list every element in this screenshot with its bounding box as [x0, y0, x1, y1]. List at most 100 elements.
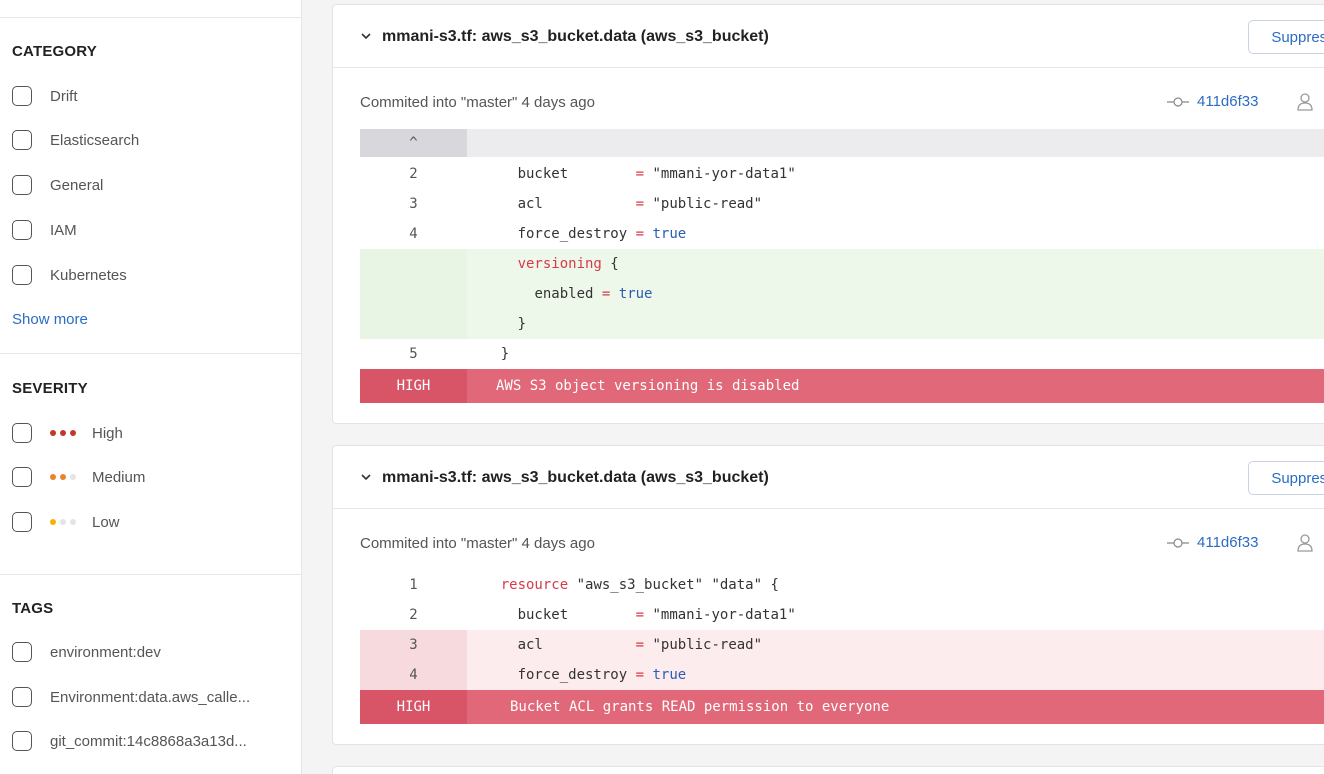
code-text: force_destroy = true — [517, 667, 687, 683]
code-text: } — [500, 346, 510, 362]
code-text: enabled = true — [534, 286, 653, 302]
suppress-button[interactable]: Suppress — [1248, 461, 1324, 495]
checkbox[interactable] — [12, 86, 32, 106]
git-commit-icon — [1167, 537, 1189, 548]
severity-badge: HIGH — [360, 369, 467, 403]
code-text: } — [517, 316, 527, 332]
category-label: Elasticsearch — [50, 131, 140, 149]
code-line-highlighted: 4 force_destroy = true — [360, 660, 1324, 690]
code-text: acl = "public-read" — [517, 637, 763, 653]
category-label: Drift — [50, 87, 78, 105]
commit-hash-link[interactable]: 411d6f33 — [1197, 93, 1259, 110]
severity-label: Low — [92, 513, 120, 531]
user-icon[interactable] — [1297, 534, 1313, 552]
severity-filter-high[interactable]: High — [12, 421, 123, 445]
code-text: bucket = "mmani-yor-data1" — [517, 607, 796, 623]
category-filter-general[interactable]: General — [12, 173, 103, 197]
tag-label: Environment:data.aws_calle... — [50, 688, 251, 706]
tag-filter-environment-dev[interactable]: environment:dev — [12, 640, 161, 664]
tag-filter-environment-data[interactable]: Environment:data.aws_calle... — [12, 685, 250, 709]
line-number — [360, 279, 467, 309]
category-filter-kubernetes[interactable]: Kubernetes — [12, 263, 127, 287]
code-line: 3 acl = "public-read" — [360, 189, 1324, 219]
finding-banner[interactable]: HIGH AWS S3 object versioning is disable… — [360, 369, 1324, 403]
code-line-added: } — [360, 309, 1324, 339]
severity-high-dots-icon — [50, 430, 76, 436]
expand-up-icon[interactable]: ^ — [360, 129, 467, 157]
section-divider — [0, 574, 301, 575]
tag-filter-git-commit[interactable]: git_commit:14c8868a3a13d... — [12, 729, 247, 753]
commit-hash-group: 411d6f33 — [1167, 93, 1258, 110]
checkbox[interactable] — [12, 175, 32, 195]
category-filter-elasticsearch[interactable]: Elasticsearch — [12, 128, 139, 152]
severity-label: High — [92, 424, 123, 442]
category-label: Kubernetes — [50, 266, 127, 284]
code-text: acl = "public-read" — [517, 196, 763, 212]
line-number: 4 — [409, 226, 418, 242]
code-line: 5 } — [360, 339, 1324, 369]
code-text: resource "aws_s3_bucket" "data" { — [500, 577, 779, 593]
checkbox[interactable] — [12, 642, 32, 662]
finding-card: mmani-s3.tf: aws_s3_bucket.data (aws_s3_… — [332, 445, 1324, 745]
user-icon[interactable] — [1297, 93, 1313, 111]
line-number: 3 — [360, 630, 467, 660]
line-number: 4 — [360, 660, 467, 690]
code-snippet: 1 resource "aws_s3_bucket" "data" { 2 bu… — [360, 570, 1324, 730]
checkbox[interactable] — [12, 220, 32, 240]
line-number: 2 — [409, 607, 418, 623]
section-divider — [0, 353, 301, 354]
code-line-added: enabled = true — [360, 279, 1324, 309]
card-header[interactable]: mmani-s3.tf: aws_s3_bucket.data (aws_s3_… — [333, 5, 1324, 68]
checkbox[interactable] — [12, 423, 32, 443]
card-title: mmani-s3.tf: aws_s3_bucket.data (aws_s3_… — [382, 28, 769, 45]
category-label: General — [50, 176, 104, 194]
category-heading: CATEGORY — [12, 43, 97, 60]
category-label: IAM — [50, 221, 77, 239]
checkbox[interactable] — [12, 130, 32, 150]
commit-info: Commited into "master" 4 days ago — [360, 94, 595, 111]
checkbox[interactable] — [12, 731, 32, 751]
finding-banner[interactable]: HIGH Bucket ACL grants READ permission t… — [360, 690, 1324, 724]
line-number: 3 — [409, 196, 418, 212]
code-line-added: versioning { — [360, 249, 1324, 279]
git-commit-icon — [1167, 96, 1189, 107]
code-text: bucket = "mmani-yor-data1" — [517, 166, 796, 182]
checkbox[interactable] — [12, 512, 32, 532]
category-filter-drift[interactable]: Drift — [12, 84, 78, 108]
line-number: 1 — [409, 577, 418, 593]
severity-medium-dots-icon — [50, 474, 76, 480]
finding-card: mmani-s3.tf: aws_s3_bucket.data (aws_s3_… — [332, 4, 1324, 424]
category-filter-iam[interactable]: IAM — [12, 218, 77, 242]
code-line: 4 force_destroy = true — [360, 219, 1324, 249]
severity-filter-medium[interactable]: Medium — [12, 465, 145, 489]
severity-label: Medium — [92, 468, 146, 486]
card-header[interactable]: mmani-s3.tf: aws_s3_bucket.data (aws_s3_… — [333, 446, 1324, 509]
code-text: versioning { — [517, 256, 619, 272]
line-number — [360, 309, 467, 339]
commit-hash-link[interactable]: 411d6f33 — [1197, 534, 1259, 551]
tag-label: git_commit:14c8868a3a13d... — [50, 732, 247, 750]
checkbox[interactable] — [12, 265, 32, 285]
code-line: 1 resource "aws_s3_bucket" "data" { — [360, 570, 1324, 600]
suppress-button[interactable]: Suppress — [1248, 20, 1324, 54]
line-number: 5 — [409, 346, 418, 362]
checkbox[interactable] — [12, 467, 32, 487]
expand-lines-row[interactable]: ^ — [360, 129, 1324, 157]
severity-badge: HIGH — [360, 690, 467, 724]
checkbox[interactable] — [12, 687, 32, 707]
code-line: 2 bucket = "mmani-yor-data1" — [360, 600, 1324, 630]
chevron-down-icon[interactable] — [359, 29, 373, 43]
sidebar-top-divider — [0, 17, 301, 18]
commit-hash-group: 411d6f33 — [1167, 534, 1258, 551]
commit-info: Commited into "master" 4 days ago — [360, 535, 595, 552]
severity-low-dots-icon — [50, 519, 76, 525]
filter-sidebar: CATEGORY Drift Elasticsearch General IAM… — [0, 0, 302, 774]
finding-message: Bucket ACL grants READ permission to eve… — [510, 699, 890, 715]
code-line: 2 bucket = "mmani-yor-data1" — [360, 159, 1324, 189]
line-number: 2 — [409, 166, 418, 182]
card-title: mmani-s3.tf: aws_s3_bucket.data (aws_s3_… — [382, 469, 769, 486]
show-more-link[interactable]: Show more — [12, 311, 88, 328]
severity-filter-low[interactable]: Low — [12, 510, 120, 534]
chevron-down-icon[interactable] — [359, 470, 373, 484]
code-text: force_destroy = true — [517, 226, 687, 242]
